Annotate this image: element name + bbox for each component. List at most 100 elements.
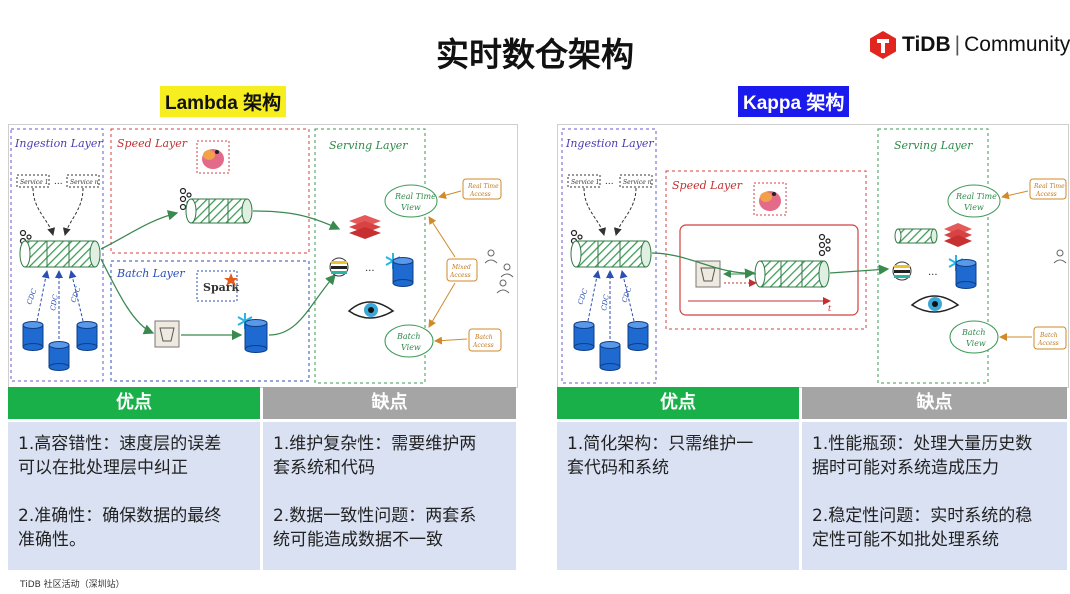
ingestion-layer-box xyxy=(10,128,104,382)
speed-layer-label: Speed Layer xyxy=(117,137,188,150)
service-1-label: Service 1 xyxy=(20,179,48,186)
kappa-flow-arrow-to-stream xyxy=(651,252,756,279)
lambda-diagram-svg: Ingestion Layer Speed Layer Batch Layer … xyxy=(10,128,514,384)
source-database-icons xyxy=(22,321,98,371)
kappa-cons-cell: 1.性能瓶颈：处理大量历史数 据时可能对系统造成压力 2.稳定性问题：实时系统的… xyxy=(802,422,1067,570)
flow-arrow-to-batch xyxy=(100,258,155,335)
kappa-serving-cylinder xyxy=(894,228,938,244)
realtime-access-box xyxy=(462,178,502,200)
cdc-arrows xyxy=(36,270,84,339)
realtime-access-label-1: Real Time xyxy=(467,183,499,190)
flink-squirrel-icon xyxy=(202,149,224,169)
realtime-view-node xyxy=(384,184,438,218)
kappa-service-ellipsis: ... xyxy=(605,177,614,187)
footer-text: TiDB 社区活动（深圳站） xyxy=(20,580,125,590)
kappa-batch-view-label-2: View xyxy=(966,339,986,348)
kappa-cdc-label-1: CDC xyxy=(576,287,589,306)
spark-label: Spark xyxy=(203,281,240,294)
logo-suffix: Community xyxy=(964,33,1070,56)
flow-arrow-speed-to-serving xyxy=(252,210,341,230)
batch-database-icon xyxy=(244,319,268,353)
users-icon xyxy=(484,249,514,294)
kappa-serving-layer-label: Serving Layer xyxy=(894,139,973,152)
kappa-realtime-view-node xyxy=(947,184,1001,218)
kappa-realtime-access-label-2: Access xyxy=(1035,191,1057,198)
kappa-batch-view-node xyxy=(949,320,999,354)
kappa-speed-layer-label: Speed Layer xyxy=(672,179,743,192)
eye-icon xyxy=(347,301,395,319)
batch-layer-label: Batch Layer xyxy=(116,267,185,280)
logo-divider: | xyxy=(954,33,961,56)
speed-layer-box xyxy=(110,128,310,254)
flink-icon-frame xyxy=(196,140,230,174)
batch-view-node xyxy=(384,324,434,358)
kappa-service-1-box xyxy=(567,174,601,188)
kafka-icon-speed xyxy=(179,187,192,211)
batch-layer-box xyxy=(110,260,310,382)
mixed-access-box xyxy=(446,258,478,282)
kappa-cons-header: 缺点 xyxy=(802,387,1067,419)
kappa-realtime-view-label-2: View xyxy=(964,203,984,212)
service-ellipsis: ... xyxy=(54,177,63,187)
spark-star-icon xyxy=(224,273,238,286)
kappa-batch-view-label-1: Batch xyxy=(961,328,986,337)
kappa-ingestion-layer-label: Ingestion Layer xyxy=(565,137,654,150)
realtime-view-label-1: Real Time xyxy=(394,192,436,201)
lambda-diagram: Ingestion Layer Speed Layer Batch Layer … xyxy=(8,124,518,388)
kappa-cdc-label-2: CDC xyxy=(600,293,611,311)
kappa-redis-stack-icon xyxy=(944,223,972,247)
ingestion-layer-label: Ingestion Layer xyxy=(14,137,103,150)
kappa-speed-layer-box xyxy=(665,170,867,330)
batch-view-label-2: View xyxy=(401,343,421,352)
realtime-access-label-2: Access xyxy=(469,191,491,198)
kappa-serving-database-icon xyxy=(955,259,977,289)
batch-access-label-2: Access xyxy=(472,342,494,349)
lambda-cons-header: 缺点 xyxy=(263,387,516,419)
tidb-logo-icon xyxy=(870,31,896,59)
serving-layer-label: Serving Layer xyxy=(329,139,408,152)
kappa-eye-icon xyxy=(910,295,960,313)
lambda-pros-cell: 1.高容错性：速度层的误差 可以在批处理层中纠正 2.准确性：确保数据的最终 准… xyxy=(8,422,260,570)
kappa-cdc-label-3: CDC xyxy=(620,285,633,304)
cdc-label-1: CDC xyxy=(25,287,38,306)
mixed-access-label-2: Access xyxy=(449,272,471,279)
kappa-batch-access-label-1: Batch xyxy=(1039,332,1058,339)
service-1-box xyxy=(16,174,50,188)
batch-access-label-1: Batch xyxy=(474,334,493,341)
cdc-label-3: CDC xyxy=(69,285,82,304)
cdc-label-2: CDC xyxy=(49,293,60,311)
kappa-kafka-icon-stream xyxy=(818,233,831,257)
kappa-stream-frame xyxy=(679,224,859,316)
kappa-cdc-arrows xyxy=(587,270,635,339)
kappa-pros-cell: 1.简化架构：只需维护一 套代码和系统 xyxy=(557,422,799,570)
mixed-access-label-1: Mixed xyxy=(451,264,471,271)
lambda-pros-header: 优点 xyxy=(8,387,260,419)
logo-brand: TiDB xyxy=(902,33,951,56)
kappa-diagram: Ingestion Layer Speed Layer Serving Laye… xyxy=(557,124,1069,388)
kappa-realtime-access-box xyxy=(1029,178,1067,200)
kappa-diagram-svg: Ingestion Layer Speed Layer Serving Laye… xyxy=(561,128,1067,384)
serving-ellipsis: ... xyxy=(365,263,375,274)
kappa-heading: Kappa 架构 xyxy=(738,86,850,117)
flow-arrow-batch-to-serving xyxy=(268,274,336,336)
speed-topic-cylinder xyxy=(185,198,253,224)
kappa-flink-icon-frame xyxy=(753,182,787,216)
kappa-flink-squirrel-icon xyxy=(759,191,781,211)
kappa-users-icon xyxy=(1053,249,1067,264)
kappa-batch-access-label-2: Access xyxy=(1037,340,1059,347)
kappa-flow-arrow-to-serving xyxy=(829,264,890,275)
lambda-heading: Lambda 架构 xyxy=(160,86,287,117)
realtime-view-label-2: View xyxy=(401,203,421,212)
lambda-cons-cell: 1.维护复杂性：需要维护两 套系统和代码 2.数据一致性问题：两套系 统可能造成… xyxy=(263,422,516,570)
kappa-service-n-box xyxy=(619,174,653,188)
kappa-service-1-label: Service 1 xyxy=(571,179,599,186)
kappa-ingestion-topic-cylinder xyxy=(570,240,652,268)
spark-icon-frame xyxy=(196,270,238,302)
kappa-pros-header: 优点 xyxy=(557,387,799,419)
redis-stack-icon xyxy=(349,215,381,239)
kappa-batch-access-box xyxy=(1033,326,1067,350)
kappa-service-n-label: Service n xyxy=(623,179,652,186)
kappa-serving-layer-box xyxy=(877,128,989,384)
service-n-box xyxy=(66,174,100,188)
tidb-community-logo: TiDB|Community xyxy=(868,30,1070,60)
